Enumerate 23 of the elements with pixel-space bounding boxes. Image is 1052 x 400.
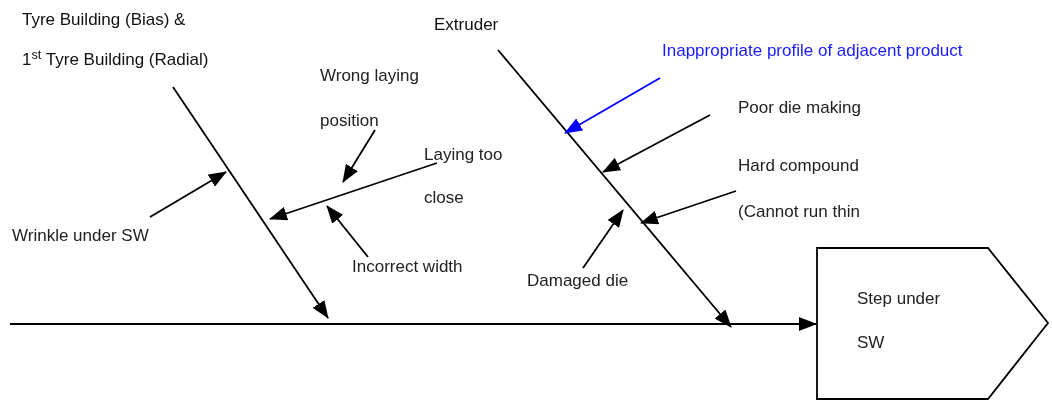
arrow [149,171,227,218]
cause-label: Poor die making [738,97,861,119]
arrow [9,317,817,331]
arrow [564,77,661,134]
cause-label: Damaged die [527,270,629,292]
category-label: Extruder [434,14,499,36]
arrow [602,114,711,173]
category-label: Tyre Building (Bias) & [22,9,186,31]
cause-label: Wrinkle under SW [12,225,149,247]
arrow [640,190,737,225]
arrow [582,209,624,269]
cause-label: Wrong laying position [320,65,420,132]
arrow [269,162,438,221]
effect-label: Step under SW [857,288,942,354]
cause-label: Hard compound (Cannot run thin [738,155,861,223]
arrow [172,86,329,319]
cause-label: Incorrect width [352,256,463,278]
cause-label: Laying too close [424,144,504,209]
arrow [342,129,376,183]
category-label: 1$^{st}$ Tyre Building (Radial) [22,45,209,71]
cause-label: Inappropriate profile of adjacent product [662,40,963,62]
arrow [326,205,369,258]
arrow [497,49,732,328]
